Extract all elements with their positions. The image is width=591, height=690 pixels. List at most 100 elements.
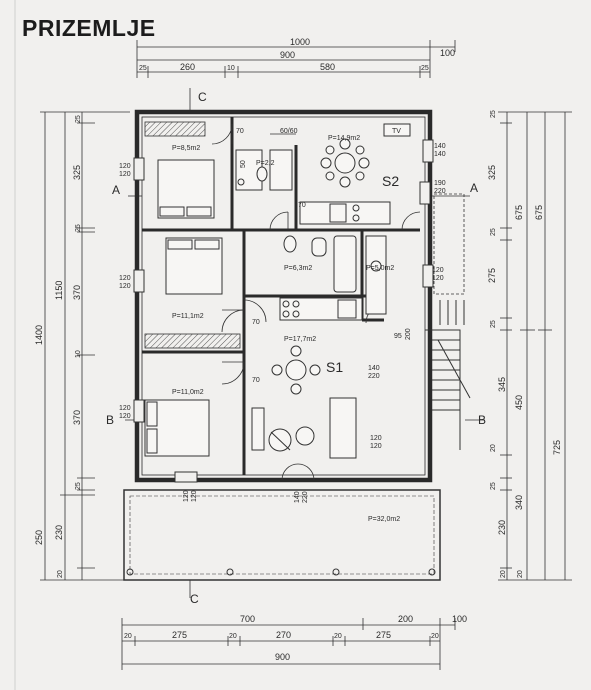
win-dim-k1a: 140 xyxy=(434,143,446,150)
room-area-bedroom-2: P=11,1m2 xyxy=(172,313,204,320)
win-dim-3b: 120 xyxy=(119,413,131,420)
door-dim-k2a: 190 xyxy=(434,180,446,187)
page-title: PRIZEMLJE xyxy=(22,15,156,41)
section-c-bottom: C xyxy=(190,592,199,606)
win-dim-6b: 120 xyxy=(191,490,198,502)
dim-left-250: 250 xyxy=(34,530,44,545)
dim-bottom-20b: 20 xyxy=(229,633,237,640)
dim-bottom-700: 700 xyxy=(240,614,255,624)
section-b-left: B xyxy=(106,413,114,427)
bottom-dimensions xyxy=(121,618,456,670)
win-dim-1b: 120 xyxy=(119,171,131,178)
dim-right-340: 340 xyxy=(514,495,524,510)
win-dim-1a: 120 xyxy=(119,163,131,170)
win-dim-3a: 120 xyxy=(119,405,131,412)
section-markers xyxy=(125,88,485,598)
dim-left-20: 20 xyxy=(57,570,64,578)
door-dim-k4b: 220 xyxy=(302,491,309,503)
door-dim-70-c: 70 xyxy=(252,319,260,326)
dim-left-25b: 25 xyxy=(75,224,82,232)
door-dim-95: 95 xyxy=(394,333,402,340)
windows xyxy=(133,139,434,483)
right-dimensions xyxy=(498,111,572,581)
dim-bottom-20d: 20 xyxy=(431,633,439,640)
room-area-hall: P=17,7m2 xyxy=(284,336,316,343)
dim-bottom-total-900: 900 xyxy=(275,652,290,662)
win-dim-2b: 120 xyxy=(119,283,131,290)
left-dimensions xyxy=(40,111,130,581)
dim-bottom-270: 270 xyxy=(276,630,291,640)
dim-right-450: 450 xyxy=(514,395,524,410)
dim-right-25d: 25 xyxy=(490,482,497,490)
dim-bottom-275a: 275 xyxy=(172,630,187,640)
door-dim-k2b: 220 xyxy=(434,188,446,195)
dim-top-ext-100: 100 xyxy=(440,48,455,58)
wardrobes xyxy=(144,121,241,349)
win-dim-4a: 120 xyxy=(432,267,444,274)
room-area-dining-s2: P=14,9m2 xyxy=(328,135,360,142)
top-dimensions xyxy=(136,40,456,78)
dining-tables xyxy=(271,138,370,395)
dim-top-25b: 25 xyxy=(421,65,429,72)
living-furniture xyxy=(251,397,357,459)
dim-right-345: 345 xyxy=(497,377,507,392)
dim-right-25a: 25 xyxy=(490,110,497,118)
room-area-terrace: P=32,0m2 xyxy=(368,516,400,523)
door-dim-70-a: 70 xyxy=(236,128,244,135)
dim-top-25a: 25 xyxy=(139,65,147,72)
room-area-bedroom-3: P=11,0m2 xyxy=(172,389,204,396)
section-a-right: A xyxy=(470,181,478,195)
dim-top-total-1000: 1000 xyxy=(290,37,310,47)
dim-right-25b: 25 xyxy=(490,228,497,236)
beds xyxy=(144,159,223,457)
door-dim-60: 60/60 xyxy=(280,128,298,135)
dim-top-580: 580 xyxy=(320,62,335,72)
room-area-bathroom: P=6,3m2 xyxy=(284,265,312,272)
dim-top-260: 260 xyxy=(180,62,195,72)
dim-left-370b: 370 xyxy=(72,410,82,425)
label-s1: S1 xyxy=(326,359,343,375)
dim-top-total-900: 900 xyxy=(280,50,295,60)
dim-right-675a: 675 xyxy=(514,205,524,220)
dim-left-10: 10 xyxy=(75,350,82,358)
win-dim-6a: 120 xyxy=(183,490,190,502)
door-dim-k3b: 220 xyxy=(368,373,380,380)
door-dim-50: 50 xyxy=(240,160,247,168)
dim-bottom-20c: 20 xyxy=(334,633,342,640)
win-dim-4b: 120 xyxy=(432,275,444,282)
section-b-right: B xyxy=(478,413,486,427)
dim-left-25a: 25 xyxy=(75,115,82,123)
dim-bottom-20a: 20 xyxy=(124,633,132,640)
dim-right-20a: 20 xyxy=(490,444,497,452)
dim-right-20c: 20 xyxy=(517,570,524,578)
door-dim-k4a: 140 xyxy=(294,491,301,503)
terrace xyxy=(123,300,471,581)
dim-bottom-275b: 275 xyxy=(376,630,391,640)
section-c-top: C xyxy=(198,90,207,104)
room-area-bedroom-1: P=8,5m2 xyxy=(172,145,200,152)
exterior-walls xyxy=(134,109,433,483)
door-dim-k3a: 140 xyxy=(368,365,380,372)
win-dim-5a: 120 xyxy=(370,435,382,442)
room-area-wc: P=2,2 xyxy=(256,160,275,167)
section-a-left: A xyxy=(112,183,120,197)
dim-right-675b: 675 xyxy=(534,205,544,220)
room-area-utility: P=5,0m2 xyxy=(366,265,394,272)
dim-right-20b: 20 xyxy=(500,570,507,578)
dim-bottom-100: 100 xyxy=(452,614,467,624)
win-dim-k1b: 140 xyxy=(434,151,446,158)
dim-right-325: 325 xyxy=(487,165,497,180)
win-dim-5b: 120 xyxy=(370,443,382,450)
win-dim-2a: 120 xyxy=(119,275,131,282)
label-s2: S2 xyxy=(382,173,399,189)
dim-bottom-200: 200 xyxy=(398,614,413,624)
dim-left-325: 325 xyxy=(72,165,82,180)
dim-left-25c: 25 xyxy=(75,482,82,490)
interior-walls xyxy=(142,117,420,475)
kitchen-counters xyxy=(279,123,411,321)
dim-top-10: 10 xyxy=(227,65,235,72)
dim-left-1150: 1150 xyxy=(54,281,64,300)
door-dim-200: 200 xyxy=(405,328,412,340)
